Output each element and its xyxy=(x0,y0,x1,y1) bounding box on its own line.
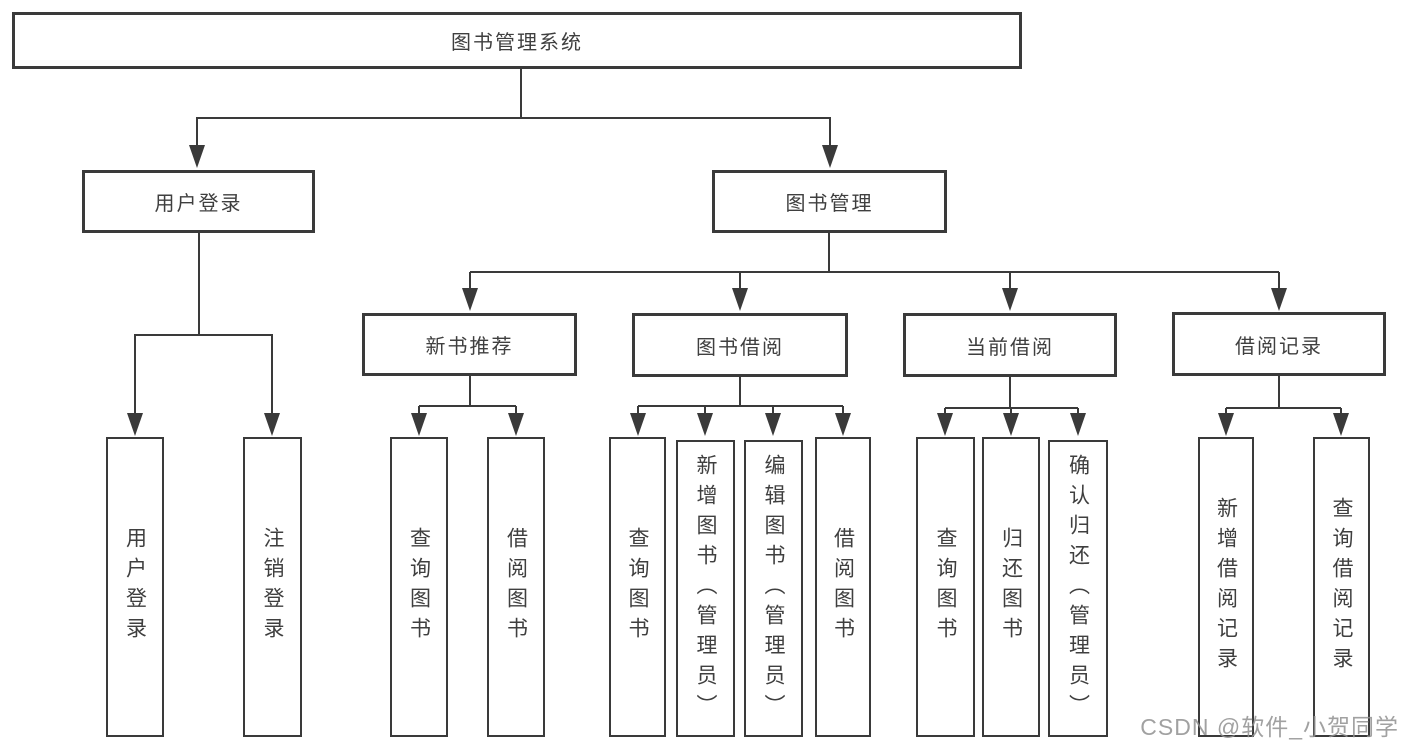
node-leaf-add-borrow-record: 新增借阅记录 xyxy=(1198,437,1254,737)
node-book-borrow-label: 图书借阅 xyxy=(696,336,784,359)
connector-current-borrow-to-leaves xyxy=(937,377,1086,436)
node-leaf-borrow-books-borrow-label: 借阅图书 xyxy=(831,527,855,647)
node-book-management-label: 图书管理 xyxy=(785,193,874,215)
node-leaf-user-login-label: 用户登录 xyxy=(123,527,147,647)
node-book-borrow: 图书借阅 xyxy=(632,313,848,377)
node-leaf-query-books-borrow: 查询图书 xyxy=(609,437,666,737)
node-leaf-edit-books-admin-label: 编辑图书（管理员） xyxy=(762,453,785,724)
node-leaf-query-borrow-record-label: 查询借阅记录 xyxy=(1330,497,1353,677)
node-leaf-borrow-books-recommend-label: 借阅图书 xyxy=(504,527,528,647)
connector-book-borrow-to-leaves xyxy=(630,377,851,436)
node-leaf-confirm-return-admin: 确认归还（管理员） xyxy=(1048,440,1108,737)
node-leaf-confirm-return-admin-label: 确认归还（管理员） xyxy=(1066,453,1090,724)
node-leaf-add-borrow-record-label: 新增借阅记录 xyxy=(1214,497,1238,677)
node-leaf-query-borrow-record: 查询借阅记录 xyxy=(1313,437,1370,737)
node-leaf-borrow-books-recommend: 借阅图书 xyxy=(487,437,545,737)
node-leaf-query-books-current: 查询图书 xyxy=(916,437,975,737)
connector-user-login-to-leaves xyxy=(127,233,280,436)
node-borrow-record-label: 借阅记录 xyxy=(1235,335,1323,358)
node-leaf-query-books-recommend: 查询图书 xyxy=(390,437,448,737)
connector-root-to-level2 xyxy=(189,69,838,168)
node-new-book-recommend-label: 新书推荐 xyxy=(425,336,514,358)
node-leaf-query-books-borrow-label: 查询图书 xyxy=(626,527,649,647)
node-leaf-logout-label: 注销登录 xyxy=(261,527,284,647)
node-current-borrow: 当前借阅 xyxy=(903,313,1117,377)
node-leaf-query-books-current-label: 查询图书 xyxy=(934,527,957,647)
node-borrow-record: 借阅记录 xyxy=(1172,312,1386,376)
node-leaf-edit-books-admin: 编辑图书（管理员） xyxy=(744,440,803,737)
node-leaf-add-books-admin: 新增图书（管理员） xyxy=(676,440,735,737)
node-book-management: 图书管理 xyxy=(712,170,947,233)
node-leaf-logout: 注销登录 xyxy=(243,437,302,737)
node-library-system: 图书管理系统 xyxy=(12,12,1022,69)
connector-book-management-to-level3 xyxy=(462,233,1287,311)
node-leaf-return-books-label: 归还图书 xyxy=(999,527,1023,647)
node-user-login: 用户登录 xyxy=(82,170,315,233)
node-new-book-recommend: 新书推荐 xyxy=(362,313,577,376)
connector-new-book-recommend-to-leaves xyxy=(411,376,524,436)
node-leaf-return-books: 归还图书 xyxy=(982,437,1040,737)
node-leaf-borrow-books-borrow: 借阅图书 xyxy=(815,437,871,737)
node-leaf-user-login: 用户登录 xyxy=(106,437,164,737)
node-current-borrow-label: 当前借阅 xyxy=(966,336,1054,359)
node-leaf-add-books-admin-label: 新增图书（管理员） xyxy=(694,453,717,724)
connector-borrow-record-to-leaves xyxy=(1218,376,1349,436)
node-library-system-label: 图书管理系统 xyxy=(451,32,583,54)
csdn-watermark: CSDN @软件_小贺同学 xyxy=(1140,714,1399,740)
node-user-login-label: 用户登录 xyxy=(154,193,243,215)
node-leaf-query-books-recommend-label: 查询图书 xyxy=(407,527,431,647)
